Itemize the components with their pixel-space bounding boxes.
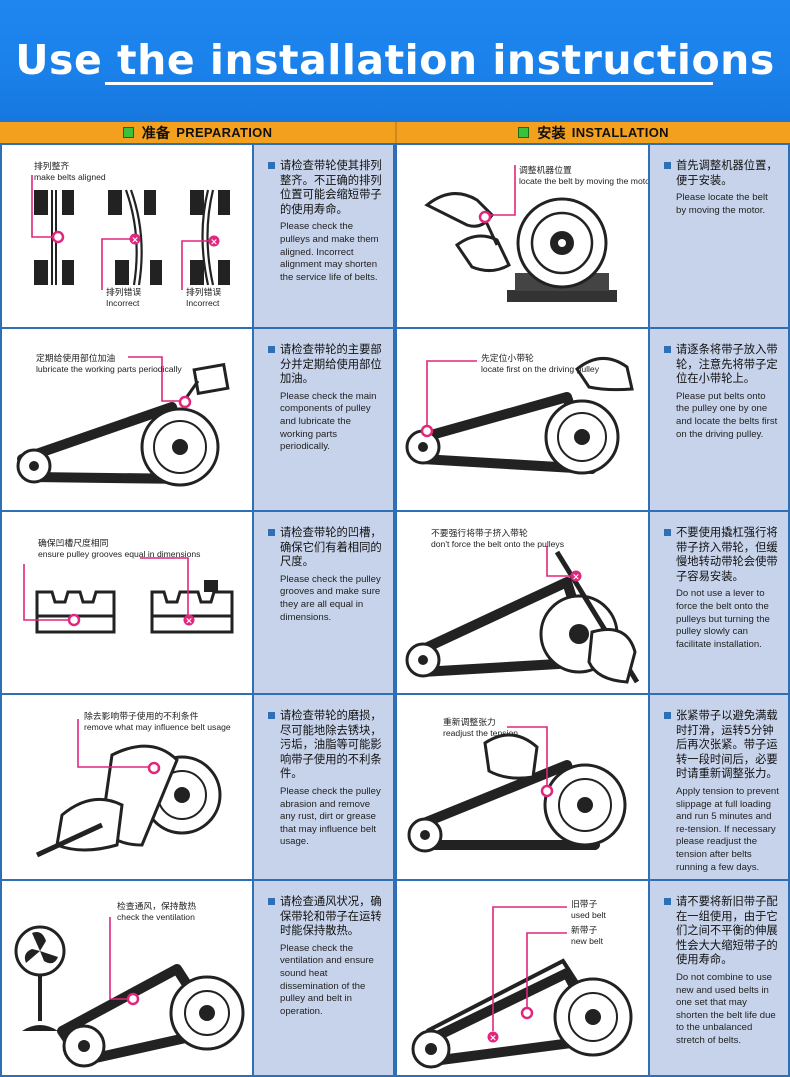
text-locate-motor: 首先调整机器位置，便于安装。 Please locate the belt by…: [650, 145, 788, 327]
text-new-used-belts-en: Do not combine to use new and used belts…: [676, 971, 776, 1046]
text-grooves-en: Please check the pulley grooves and make…: [280, 573, 381, 623]
remove-rust-drawing: [35, 719, 222, 858]
text-ventilation-cn: 请检查通风状况，确保带轮和带子在运转时能保持散热。: [268, 895, 385, 939]
text-locate-driving-pulley-en: Please put belts onto the pulley one by …: [676, 390, 778, 440]
text-align-pulleys-en: Please check the pulleys and make them a…: [280, 221, 379, 283]
page-title: Use the installation instructions: [15, 36, 775, 84]
text-tension: 张紧带子以避免满载时打滑，运转5分钟后再次张紧。带子运转一段时间后，必要时请重新…: [650, 695, 788, 879]
text-locate-driving-pulley: 请逐条将带子放入带轮，注意先将带子定位在小带轮上。 Please put bel…: [650, 329, 788, 510]
header-installation-cn: 安装: [537, 125, 566, 142]
text-ventilation: 请检查通风状况，确保带轮和带子在运转时能保持散热。 Please check t…: [254, 881, 393, 1075]
header-installation-en: INSTALLATION: [571, 125, 669, 140]
text-new-used-belts-cn: 请不要将新旧带子配在一组使用，由于它们之间不平衡的伸展性会大大缩短带子的使用寿命…: [664, 895, 780, 968]
text-lubricate-cn: 请检查带轮的主要部分并定期给使用部位加油。: [268, 343, 385, 387]
header-divider: [395, 122, 397, 143]
ventilation-drawing: [14, 917, 245, 1068]
text-align-pulleys-cn: 请检查带轮使其排列整齐。不正确的排列位置可能会缩短带子的使用寿命。: [268, 159, 385, 217]
text-align-pulleys: 请检查带轮使其排列整齐。不正确的排列位置可能会缩短带子的使用寿命。 Please…: [254, 145, 393, 327]
green-square-icon: [518, 127, 530, 138]
header-preparation-en: PREPARATION: [176, 125, 273, 140]
text-lubricate-en: Please check the main components of pull…: [280, 390, 377, 453]
svg-text:×: ×: [210, 238, 218, 248]
text-remove-rust-en: Please check the pulley abrasion and rem…: [280, 785, 381, 848]
new-used-belts-drawing: ×: [411, 906, 633, 1069]
text-locate-motor-en: Please locate the belt by moving the mot…: [676, 192, 768, 216]
text-locate-driving-pulley-cn: 请逐条将带子放入带轮，注意先将带子定位在小带轮上。: [664, 343, 780, 387]
svg-text:×: ×: [131, 236, 139, 246]
locate-driving-pulley-drawing: [405, 357, 634, 475]
text-no-force: 不要使用撬杠强行将带子挤入带轮，但缓慢地转动带轮会使带子容易安装。 Do not…: [650, 512, 788, 693]
text-ventilation-en: Please check the ventilation and ensure …: [280, 942, 374, 1017]
svg-text:×: ×: [185, 617, 193, 627]
tension-drawing: [407, 726, 627, 853]
text-new-used-belts: 请不要将新旧带子配在一组使用，由于它们之间不平衡的伸展性会大大缩短带子的使用寿命…: [650, 881, 788, 1075]
align-pulleys-drawing: × ×: [31, 175, 230, 290]
text-lubricate: 请检查带轮的主要部分并定期给使用部位加油。 Please check the m…: [254, 329, 393, 510]
green-square-icon: [122, 127, 134, 138]
text-locate-motor-cn: 首先调整机器位置，便于安装。: [664, 159, 780, 188]
text-no-force-en: Do not use a lever to force the belt ont…: [676, 588, 770, 650]
svg-text:×: ×: [572, 573, 580, 583]
text-remove-rust: 请检查带轮的磨损，尽可能地除去锈块，污垢，油脂等可能影响带子使用的不利条件。 P…: [254, 695, 393, 879]
grooves-drawing: ×: [23, 557, 234, 634]
header-installation: 安装 INSTALLATION: [397, 122, 790, 143]
header-preparation-cn: 准备: [141, 125, 171, 142]
text-tension-en: Apply tension to prevent slippage at ful…: [676, 785, 779, 873]
locate-motor-drawing: [424, 165, 617, 302]
text-grooves-cn: 请检查带轮的凹槽，确保它们有着相同的尺度。: [268, 526, 385, 570]
svg-text:×: ×: [489, 1034, 497, 1044]
text-no-force-cn: 不要使用撬杠强行将带子挤入带轮，但缓慢地转动带轮会使带子容易安装。: [664, 526, 780, 584]
title-underline: [105, 82, 713, 85]
no-force-drawing: ×: [405, 546, 640, 684]
title-banner: Use the installation instructions: [0, 0, 790, 122]
text-remove-rust-cn: 请检查带轮的磨损，尽可能地除去锈块，污垢，油脂等可能影响带子使用的不利条件。: [268, 709, 385, 782]
text-grooves: 请检查带轮的凹槽，确保它们有着相同的尺度。 Please check the p…: [254, 512, 393, 693]
header-preparation: 准备 PREPARATION: [0, 122, 395, 143]
text-tension-cn: 张紧带子以避免满载时打滑，运转5分钟后再次张紧。带子运转一段时间后，必要时请重新…: [664, 709, 780, 782]
lubricate-drawing: [16, 356, 230, 487]
